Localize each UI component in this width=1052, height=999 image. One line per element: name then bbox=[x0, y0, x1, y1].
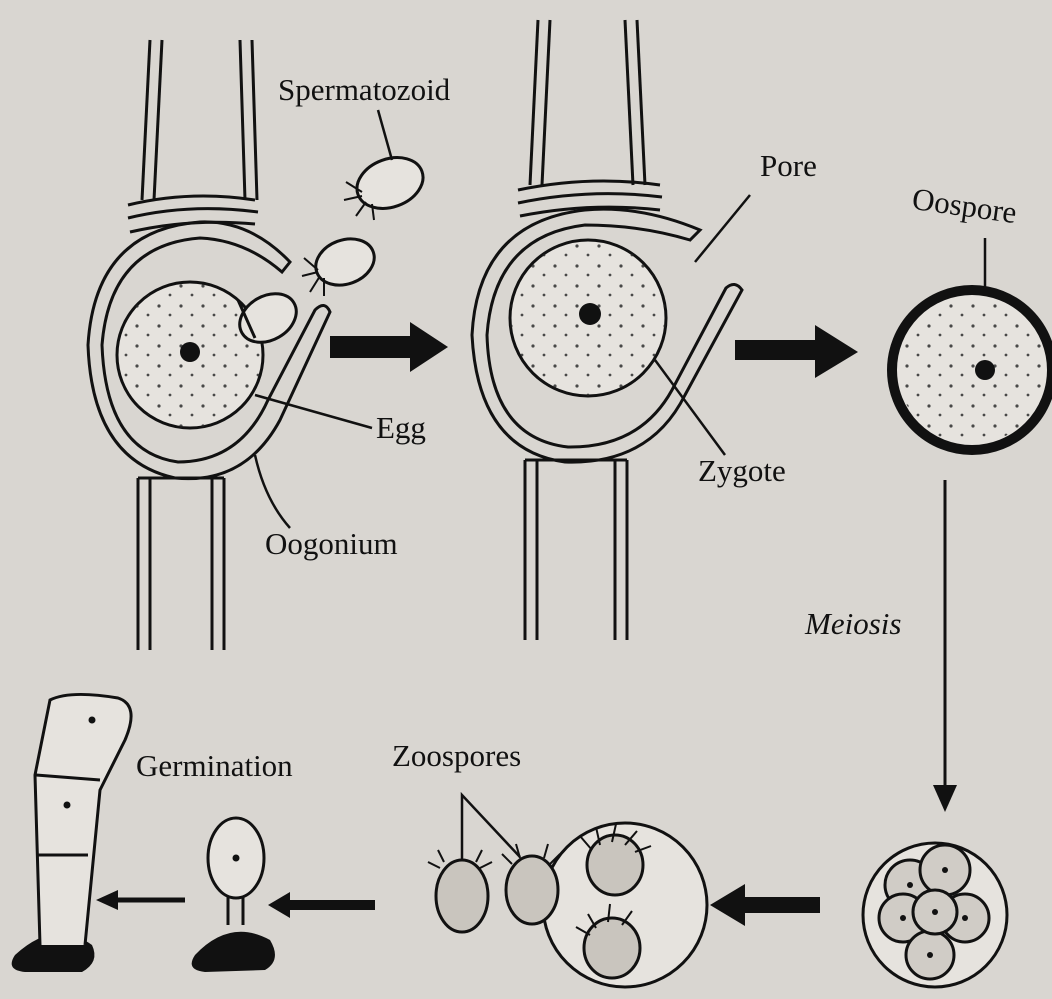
zoospore-sac bbox=[863, 843, 1007, 987]
pore-leader-line bbox=[695, 195, 750, 262]
zoospore-free-2 bbox=[502, 844, 560, 924]
arrow-fertilization-to-zygote bbox=[330, 322, 448, 372]
egg-leader-line bbox=[255, 395, 372, 428]
label-spermatozoid: Spermatozoid bbox=[278, 74, 450, 105]
label-pore: Pore bbox=[760, 150, 817, 181]
label-egg: Egg bbox=[376, 412, 426, 443]
label-meiosis: Meiosis bbox=[805, 608, 901, 639]
label-germination: Germination bbox=[136, 750, 293, 781]
zoospore-free-1 bbox=[428, 850, 492, 932]
oospore bbox=[892, 290, 1052, 450]
spermatozoid-swimming-2 bbox=[344, 149, 430, 220]
young-filament bbox=[12, 694, 131, 972]
zygote-leader-line bbox=[655, 360, 725, 455]
arrow-zygote-to-oospore bbox=[735, 325, 858, 378]
arrow-germling-to-filament bbox=[96, 890, 185, 910]
oogonium-leader-line bbox=[255, 455, 290, 528]
arrow-sac-to-release bbox=[710, 884, 820, 926]
spermatozoid-swimming-1 bbox=[302, 231, 381, 296]
label-zygote: Zygote bbox=[698, 455, 786, 486]
germling bbox=[192, 818, 275, 972]
release-vesicle bbox=[543, 823, 707, 987]
label-oogonium: Oogonium bbox=[265, 528, 398, 559]
arrow-zoospore-to-germling bbox=[268, 892, 375, 918]
arrow-meiosis bbox=[933, 480, 957, 812]
zygote bbox=[510, 240, 666, 396]
zoospores-leader-lines bbox=[462, 795, 520, 860]
spermatozoid-leader-line bbox=[378, 110, 392, 160]
label-zoospores: Zoospores bbox=[392, 740, 521, 771]
